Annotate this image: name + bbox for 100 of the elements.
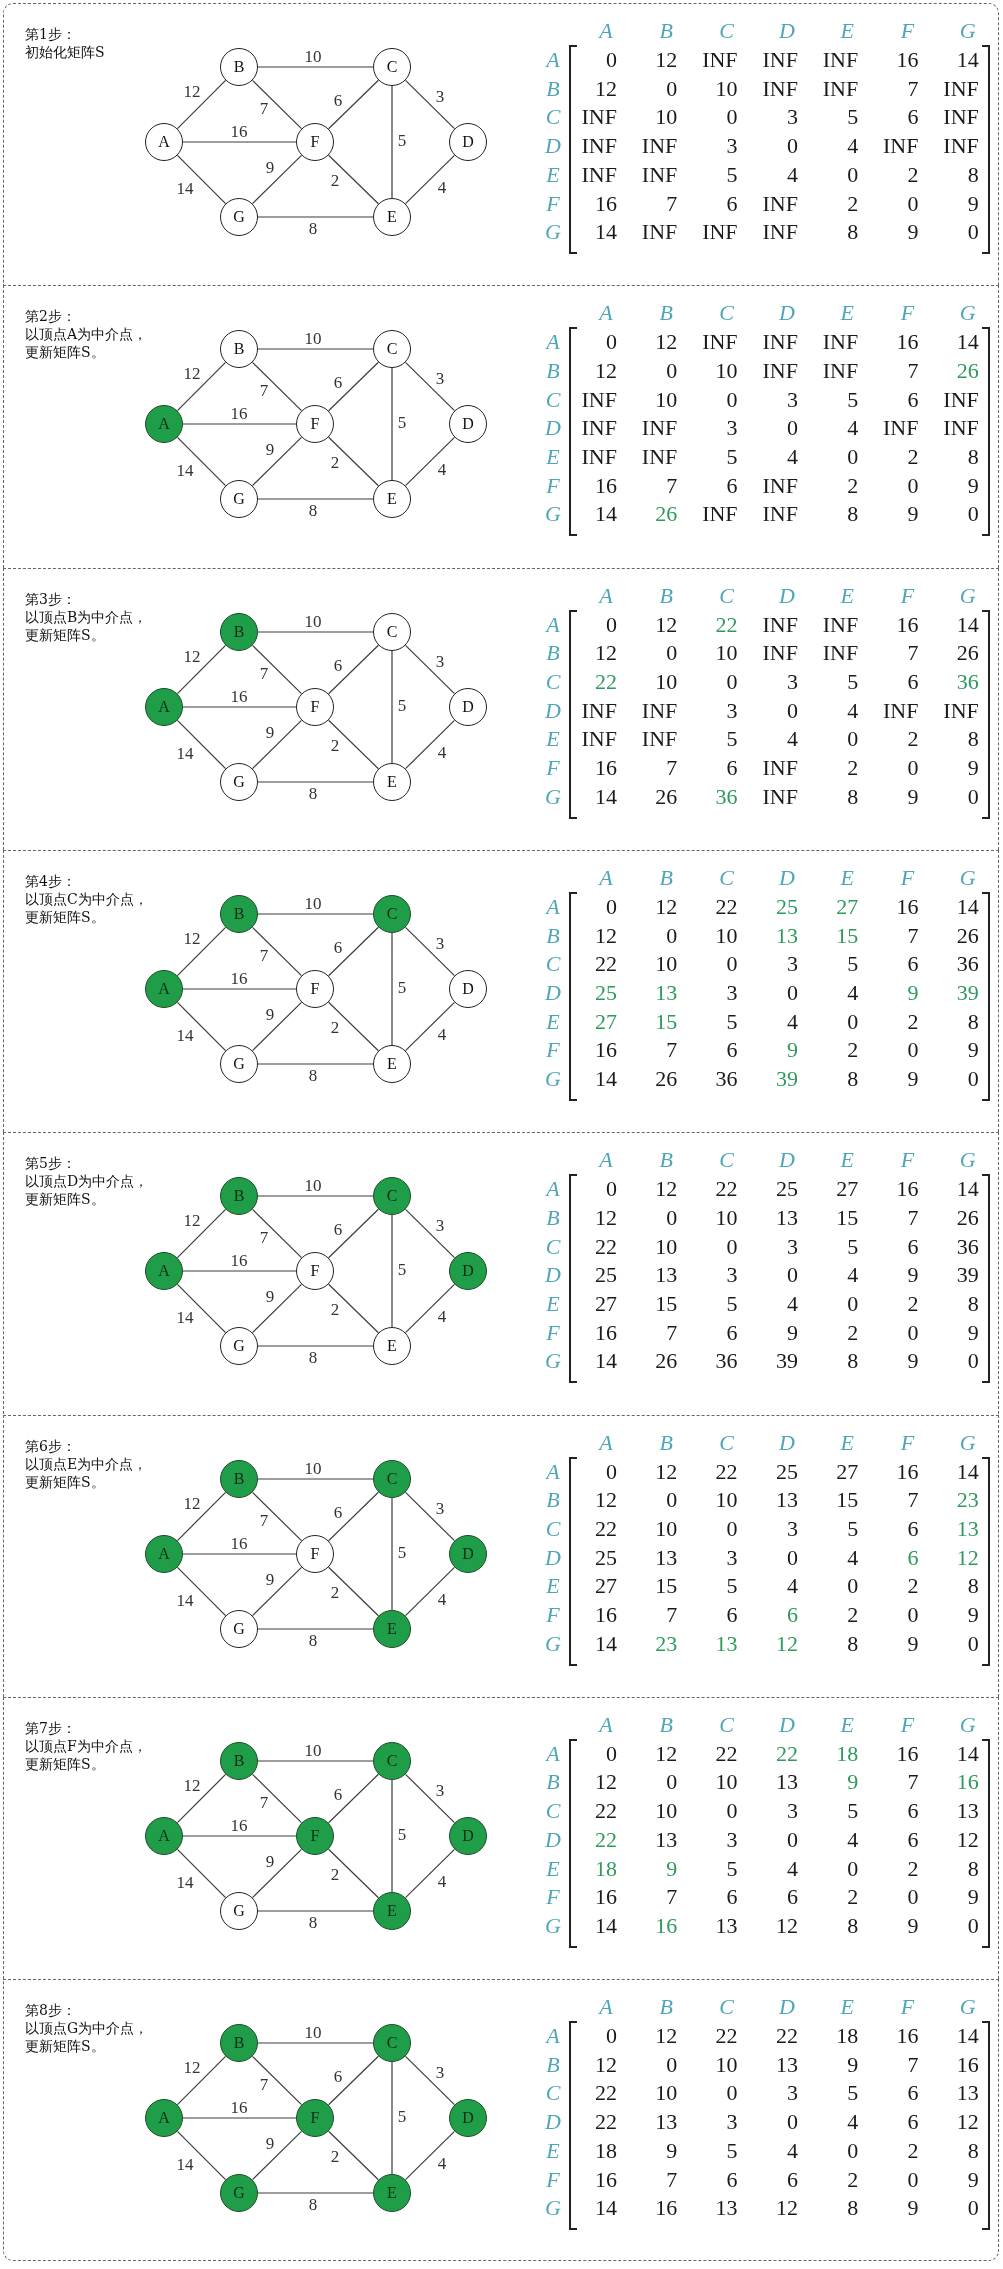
column-header: B (659, 20, 673, 42)
matrix-value: 8 (847, 221, 859, 244)
matrix-value: 10 (655, 106, 678, 129)
matrix-value: 0 (606, 895, 617, 918)
matrix-value: 6 (907, 1517, 919, 1540)
matrix-value: 16 (896, 895, 919, 918)
connector-line (176, 2130, 227, 2181)
matrix-value: 0 (606, 1178, 617, 1201)
matrix-value: 9 (847, 1771, 859, 1794)
vertex-circle: A (145, 2099, 183, 2138)
row-header: C (545, 1800, 561, 1823)
connector-line (328, 1001, 379, 1052)
connector-line (257, 913, 374, 915)
vertex-circle: B (220, 48, 258, 86)
edge-label: 8 (308, 1631, 318, 1648)
matrix-value: 7 (666, 2168, 678, 2191)
matrix-value: 0 (666, 77, 678, 100)
matrix-value: 10 (655, 2082, 678, 2105)
matrix-value: 0 (847, 1575, 859, 1598)
matrix-value: 6 (726, 192, 738, 215)
column-header: F (900, 1996, 915, 2019)
edge-label: 4 (437, 460, 447, 478)
matrix-value: INF (581, 163, 617, 186)
matrix-value: 0 (907, 1604, 919, 1626)
vertex-circle: A (145, 1816, 183, 1855)
connector-line (404, 1283, 456, 1334)
matrix-value: INF (883, 417, 919, 440)
connector-line (328, 79, 379, 130)
matrix-value: 18 (595, 1857, 617, 1880)
matrix-value: 16 (896, 1460, 919, 1483)
matrix-value: 8 (847, 1350, 859, 1373)
vertex-circle: B (220, 1459, 258, 1498)
connector-line (182, 2117, 297, 2119)
row-header: E (546, 1010, 560, 1033)
connector-line (251, 1208, 303, 1259)
matrix-value: 13 (655, 982, 678, 1004)
edge-label: 10 (304, 894, 322, 912)
matrix-value: 10 (655, 671, 678, 693)
matrix-value: 4 (847, 982, 859, 1004)
edge-label: 9 (265, 1852, 275, 1870)
matrix-value: 9 (907, 1068, 919, 1091)
matrix-value: 13 (956, 1800, 979, 1823)
matrix-value: 16 (595, 1039, 617, 1062)
connector-line (328, 1283, 379, 1334)
matrix-value: 2 (847, 1321, 859, 1344)
matrix-value: 14 (956, 49, 979, 71)
matrix-value: INF (762, 360, 798, 382)
matrix-value: INF (762, 331, 798, 354)
matrix-value: 22 (595, 2082, 617, 2105)
vertex-circle: F (296, 687, 334, 726)
connector-line (391, 85, 393, 199)
matrix-value: 2 (847, 1886, 859, 1909)
matrix-value: 3 (786, 2082, 798, 2105)
matrix-value: 6 (786, 2168, 798, 2191)
matrix-value: 3 (786, 953, 798, 976)
edge-label: 8 (308, 1348, 318, 1366)
matrix-value: 0 (967, 1068, 979, 1091)
edge-label: 14 (176, 1308, 194, 1326)
connector-line (176, 1566, 227, 1616)
column-header: D (778, 1713, 795, 1736)
matrix-value: 10 (655, 1235, 678, 1258)
matrix-value: 12 (655, 1742, 678, 1765)
matrix-value: 7 (666, 1886, 678, 1909)
matrix-value: 22 (715, 1460, 738, 1483)
edge-label: 12 (183, 1211, 201, 1229)
matrix-value: 0 (606, 2025, 617, 2048)
matrix-value: 8 (847, 785, 859, 808)
column-header: F (900, 302, 915, 325)
step-description: 以顶点F为中介点，更新矩阵S。 (25, 1736, 148, 1773)
connector-line (328, 1773, 379, 1824)
matrix-value: 16 (896, 331, 919, 354)
vertex-circle: A (145, 1534, 183, 1573)
connector-line (182, 1835, 297, 1837)
matrix-value: 13 (775, 1771, 798, 1794)
edge-label: 8 (308, 219, 318, 237)
matrix-value: 22 (715, 613, 738, 636)
edge-label: 4 (437, 743, 447, 761)
matrix-value: 5 (726, 2139, 738, 2162)
edge-label: 7 (259, 99, 269, 117)
edge-label: 14 (176, 744, 194, 762)
connector-line (251, 719, 303, 769)
matrix-value: 2 (847, 1039, 859, 1062)
matrix-value: INF (822, 642, 859, 665)
step-panel (3, 849, 999, 1133)
matrix-value: 9 (907, 1915, 919, 1937)
column-header: A (599, 20, 613, 42)
connector-line (391, 2061, 393, 2175)
connector-line (176, 1848, 227, 1898)
matrix-value: 13 (655, 1546, 678, 1569)
matrix-value: 14 (956, 331, 979, 354)
matrix-value: 7 (907, 1206, 919, 1229)
matrix-value: 9 (907, 503, 919, 526)
connector-line (328, 1208, 379, 1259)
matrix-value: 22 (595, 1517, 617, 1540)
row-header: F (546, 474, 560, 497)
edge-label: 10 (304, 329, 322, 347)
row-header: B (546, 2053, 560, 2076)
row-header: A (546, 1742, 560, 1765)
connector-line (182, 1552, 297, 1555)
vertex-circle: G (220, 1891, 258, 1930)
